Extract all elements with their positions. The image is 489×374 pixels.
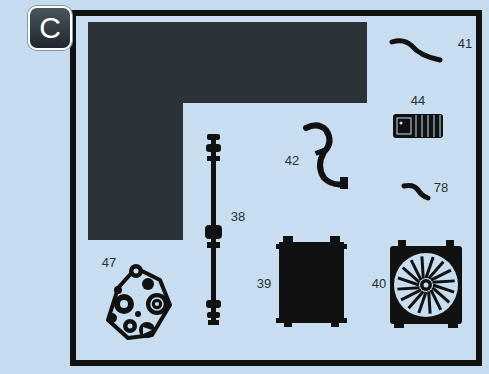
callout-number: 39 (257, 277, 271, 290)
fan-blade (432, 281, 454, 282)
section-badge: C (28, 6, 72, 50)
radiator-39 (276, 236, 347, 327)
hose-42 (306, 125, 344, 184)
fan-blade (422, 256, 423, 278)
callout-number: 42 (285, 154, 299, 167)
fan-blade (431, 290, 441, 310)
belt-drive-47 (107, 264, 170, 338)
callout-number: 38 (231, 210, 245, 223)
tank-rib (422, 115, 423, 137)
drive-shaft-38 (205, 134, 222, 325)
tank-44 (393, 114, 443, 138)
callout-number: 44 (411, 94, 425, 107)
fan-blade (431, 270, 451, 280)
callout-number: 78 (434, 181, 448, 194)
hose-78 (404, 186, 428, 199)
hose-41 (392, 41, 440, 60)
tank-rib (440, 115, 441, 137)
tank-rib (434, 115, 435, 137)
fan-blade (397, 288, 419, 289)
callout-number: 40 (372, 277, 386, 290)
callout-number: 47 (102, 256, 116, 269)
hose-clamp (315, 147, 328, 156)
fan-shroud-40 (390, 240, 462, 328)
hose-end (340, 177, 348, 189)
tank-rib (428, 115, 429, 137)
callout-number: 41 (458, 37, 472, 50)
fan-blade (401, 290, 421, 300)
fan-blade (429, 291, 430, 313)
panel-frame (73, 13, 479, 363)
tank-rib (416, 115, 417, 137)
section-letter: C (39, 11, 61, 45)
covered-area (88, 22, 367, 240)
fan-blade (411, 260, 421, 280)
